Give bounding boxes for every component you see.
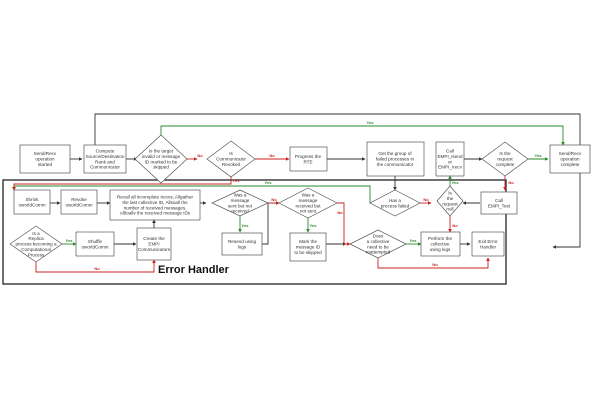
no-label-comm-revoked: No	[269, 153, 275, 158]
node-mark	[289, 232, 327, 262]
no-label-request-complete: No	[508, 180, 514, 185]
edge-resend-msg-recv	[262, 201, 280, 245]
yes-label-request-null: Yes	[452, 180, 460, 185]
edge-replica-no	[35, 259, 156, 273]
edge-comm-revoked-yes-red	[12, 176, 232, 191]
no-label-collective: No	[432, 262, 438, 267]
node-collective	[349, 229, 407, 259]
yes-label-request-complete: Yes	[535, 153, 543, 158]
node-compute	[83, 144, 127, 174]
node-recall	[109, 189, 201, 221]
edge-collective-no	[377, 257, 490, 269]
error-handler-title: Error Handler	[158, 264, 230, 276]
node-end	[549, 144, 591, 174]
node-revoke	[60, 189, 98, 215]
no-label-request-null: No	[452, 223, 458, 228]
node-call-test	[480, 191, 518, 215]
node-perform	[420, 231, 461, 257]
no-label-msg-sent: No	[271, 197, 277, 202]
node-progress	[289, 146, 328, 172]
node-exit	[471, 231, 505, 257]
node-comm-revoked	[206, 140, 256, 178]
edge-target-yes	[160, 125, 565, 146]
node-req-null	[436, 185, 464, 217]
node-shuffle	[75, 231, 115, 257]
node-process-failed	[369, 189, 421, 217]
no-label-msg-recv: No	[337, 210, 343, 215]
edge-labels: Yes Yes Yes Yes Yes Yes Yes Yes Yes No N…	[66, 120, 543, 271]
edge-top-loop	[94, 113, 581, 249]
node-call-isend	[435, 141, 465, 177]
no-label-process-failed: No	[423, 197, 429, 202]
yes-label-msg-sent: Yes	[242, 223, 250, 228]
error-handler-frame	[2, 179, 507, 285]
no-label-target: No	[197, 153, 203, 158]
no-label-replica: No	[94, 266, 100, 271]
yes-label-target: Yes	[367, 120, 375, 125]
node-msg-sent	[211, 189, 269, 217]
node-replica	[9, 225, 63, 263]
node-target-invalid	[134, 134, 188, 184]
yes-label-comm-revoked: Yes	[233, 178, 241, 183]
edge-msg-recv-no	[337, 202, 351, 246]
node-get-group	[366, 141, 425, 177]
yes-label-collective: Yes	[410, 238, 418, 243]
node-msg-recv	[278, 187, 338, 219]
node-start	[19, 144, 71, 174]
node-req-complete	[481, 141, 529, 177]
node-create	[136, 227, 172, 261]
yes-label-process-failed: Yes	[265, 180, 273, 185]
node-shapes	[9, 134, 591, 263]
node-resend	[221, 232, 263, 256]
node-shrink	[13, 189, 51, 215]
yes-label-msg-recv: Yes	[310, 223, 318, 228]
yes-label-replica: Yes	[66, 238, 74, 243]
